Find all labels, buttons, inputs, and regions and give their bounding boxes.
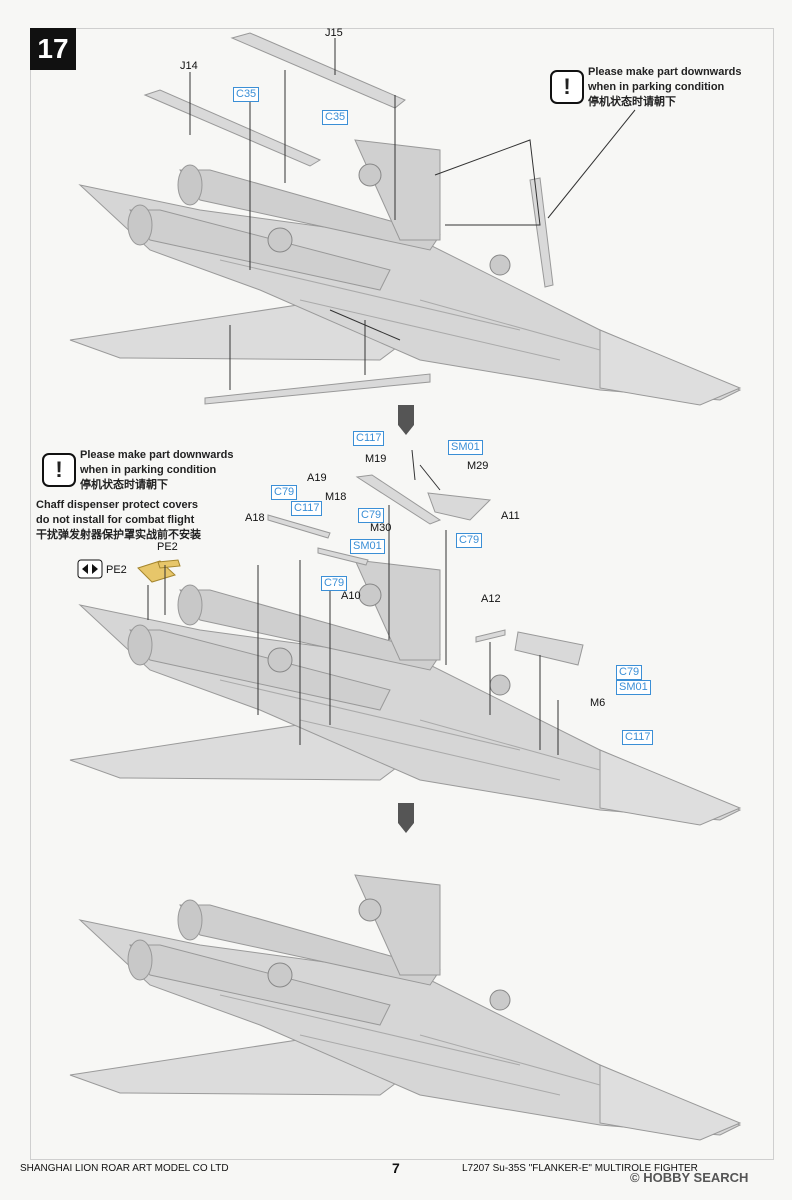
label-a10: A10	[341, 590, 361, 602]
label-m6: M6	[590, 697, 606, 709]
label-sm01-c: SM01	[616, 680, 651, 695]
label-pe2-left: PE2	[106, 564, 127, 576]
copyright-icon: ©	[630, 1170, 644, 1185]
part-pe2-small-shape	[157, 559, 181, 569]
part-j15-shape	[230, 32, 406, 109]
down-arrow-icon	[398, 405, 414, 435]
label-c117-b: C117	[291, 501, 323, 516]
part-a10-shape	[317, 547, 369, 566]
label-a18: A18	[245, 512, 265, 524]
label-a12: A12	[481, 593, 501, 605]
part-a12-shape	[475, 629, 506, 643]
label-sm01-b: SM01	[350, 539, 385, 554]
label-c35-a: C35	[233, 87, 260, 102]
warning-icon-2: !	[42, 453, 76, 487]
part-j14-shape	[143, 89, 322, 167]
label-c117-a: C117	[353, 431, 385, 446]
label-a19: A19	[307, 472, 327, 484]
part-rail-shape	[204, 373, 431, 405]
part-a18-shape	[267, 514, 331, 539]
down-arrow-icon-2	[398, 803, 414, 833]
warning-icon: !	[550, 70, 584, 104]
note-chaff: Chaff dispenser protect covers do not in…	[36, 499, 201, 541]
label-c79-a: C79	[271, 485, 298, 500]
label-c79-c: C79	[358, 508, 385, 523]
label-m30: M30	[370, 522, 392, 534]
label-m18: M18	[325, 491, 347, 503]
note-parking-top: Please make part downwards when in parki…	[588, 66, 742, 108]
label-c117-c: C117	[622, 730, 654, 745]
watermark: © HOBBY SEARCH	[630, 1170, 749, 1185]
part-fin-strip-shape	[529, 177, 554, 288]
label-m29: M29	[467, 460, 489, 472]
label-j15: J15	[325, 27, 343, 39]
footer-kit-name: L7207 Su-35S "FLANKER-E" MULTIROLE FIGHT…	[462, 1163, 698, 1174]
label-c35-b: C35	[322, 110, 349, 125]
label-a11: A11	[501, 510, 520, 522]
label-j14: J14	[180, 60, 198, 72]
footer-company: SHANGHAI LION ROAR ART MODEL CO LTD	[20, 1163, 229, 1174]
label-c79-b: C79	[456, 533, 483, 548]
label-c79-e: C79	[616, 665, 643, 680]
aircraft-bottom	[69, 874, 741, 1141]
page-frame	[30, 28, 774, 1160]
footer-page-number: 7	[392, 1160, 400, 1176]
note-parking-mid: Please make part downwards when in parki…	[80, 449, 234, 491]
part-a11-shape	[427, 492, 492, 521]
aircraft-top	[69, 139, 741, 406]
mirror-arrows-icon	[77, 559, 103, 579]
part-a19-shape	[355, 474, 442, 525]
label-m19: M19	[365, 453, 387, 465]
step-number: 17	[30, 28, 76, 70]
part-panel-shape	[514, 631, 584, 666]
label-sm01-a: SM01	[448, 440, 483, 455]
label-c79-d: C79	[321, 576, 348, 591]
part-pe2-shape	[137, 560, 176, 583]
label-pe2-top: PE2	[157, 541, 178, 553]
